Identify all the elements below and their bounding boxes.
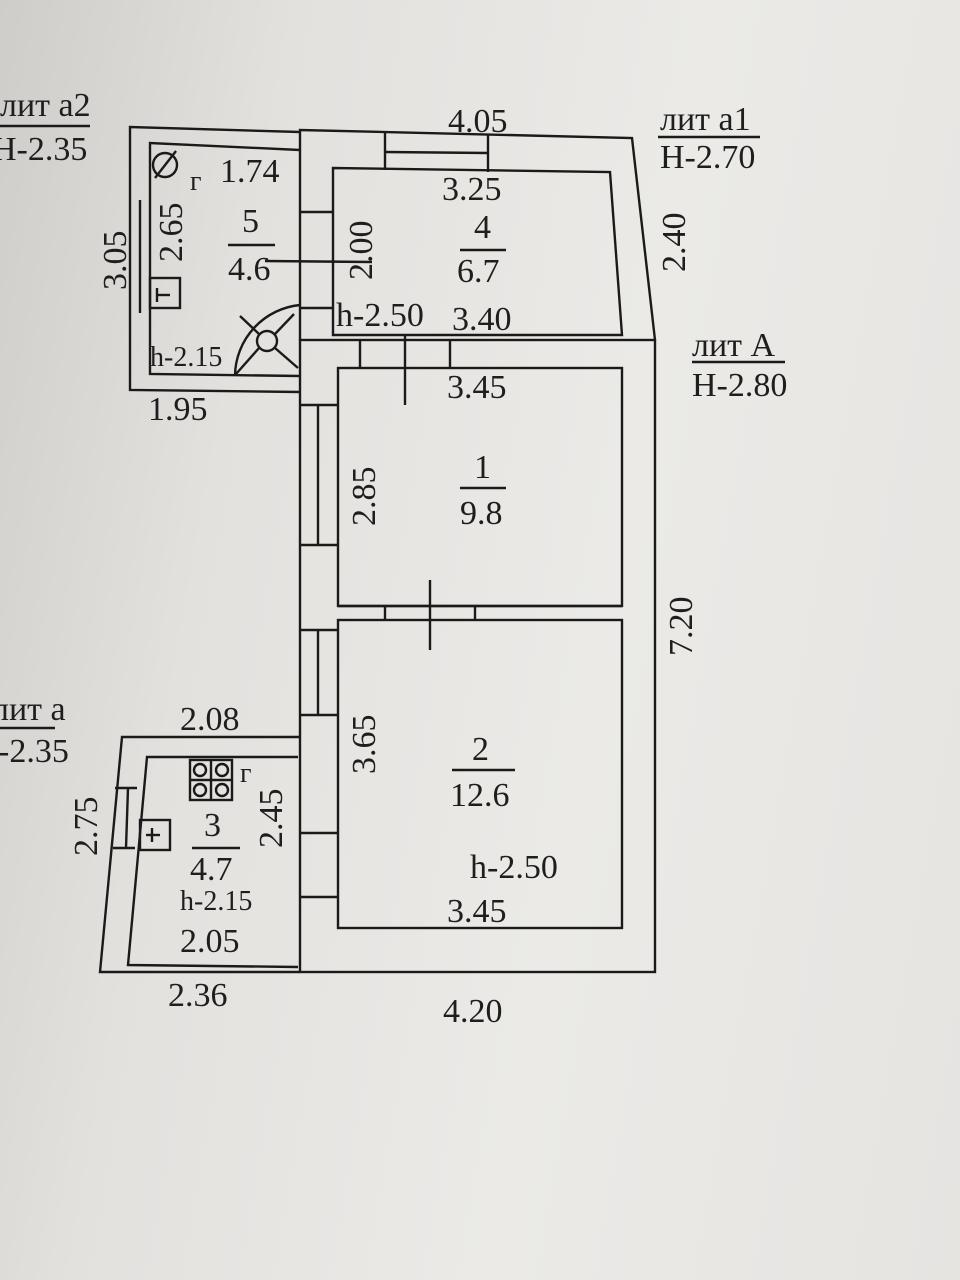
block-a2-height: Н-2.35: [0, 131, 87, 168]
block-a1-height: Н-2.70: [660, 139, 755, 176]
room-5-number: 5: [242, 203, 259, 240]
dim-r4-bottom: 3.40: [452, 301, 512, 338]
dim-r3-right: 2.45: [253, 789, 290, 849]
a-outer-wall: [98, 735, 300, 974]
sink-icon: [148, 276, 182, 310]
dim-a2-bottom: 1.95: [148, 391, 208, 428]
dim-r1-left: 2.85: [346, 467, 383, 527]
block-A-height: Н-2.80: [692, 367, 787, 404]
room-4-height: h-2.50: [336, 297, 424, 334]
walls: [0, 124, 785, 974]
block-a1-label: лит a1: [660, 101, 751, 138]
room-5-wall: [148, 141, 301, 378]
dim-r5-inner: 2.65: [153, 203, 190, 263]
windows: [113, 132, 622, 899]
dim-r4-top: 3.25: [442, 171, 502, 208]
sink-icon-2: [138, 818, 172, 852]
dim-a-top: 2.08: [180, 701, 240, 738]
room-4-number: 4: [474, 209, 491, 246]
room-4-wall: [331, 166, 624, 337]
room-2-area: 12.6: [450, 777, 510, 814]
furniture: [138, 150, 301, 852]
room-1-area: 9.8: [460, 495, 503, 532]
main-outer-wall: [298, 338, 657, 974]
dim-top-a1: 4.05: [448, 103, 508, 140]
dim-a-bottom: 2.36: [168, 977, 228, 1014]
dim-r5-top: 1.74: [220, 153, 280, 190]
room-3-number: 3: [204, 807, 221, 844]
gas-symbol-2: г: [240, 758, 251, 789]
dimensions: 4.05 3.25 3.40 2.00 2.40 1.74 2.65 3.05 …: [68, 103, 700, 1030]
room-3-wall: [126, 755, 299, 969]
dim-r2-left: 3.65: [346, 715, 383, 775]
room-3-area: 4.7: [190, 851, 233, 888]
block-a-label: лит a: [0, 691, 66, 728]
room-1-number: 1: [474, 449, 491, 486]
dim-r1-top: 3.45: [447, 369, 507, 406]
dim-a-left: 2.75: [68, 797, 105, 857]
dim-main-right: 7.20: [663, 597, 700, 657]
block-a-height: -2.35: [0, 733, 69, 770]
fraction-lines: [0, 124, 785, 850]
boiler-icon: [151, 151, 179, 179]
room-2-height: h-2.50: [470, 849, 558, 886]
dim-a1-right: 2.40: [656, 213, 693, 273]
dim-r4-left: 2.00: [343, 221, 380, 281]
room-5-area: 4.6: [228, 251, 271, 288]
room-4-area: 6.7: [457, 253, 500, 290]
a2-outer-wall: [128, 125, 301, 394]
dim-a2-outer: 3.05: [97, 231, 134, 291]
gas-symbol: г: [190, 166, 201, 197]
stairs-icon: [233, 303, 301, 376]
dim-r2-bottom: 3.45: [447, 893, 507, 930]
dim-main-bottom: 4.20: [443, 993, 503, 1030]
block-a2-label: лит a2: [0, 87, 91, 124]
dim-r3-bottom: 2.05: [180, 923, 240, 960]
a1-outer-wall: [298, 128, 657, 341]
room-2-number: 2: [472, 731, 489, 768]
room-5-height: h-2.15: [150, 342, 222, 373]
block-A-label: лит А: [692, 327, 776, 364]
room-3-height: h-2.15: [180, 886, 252, 917]
room-2-wall: [336, 618, 624, 930]
